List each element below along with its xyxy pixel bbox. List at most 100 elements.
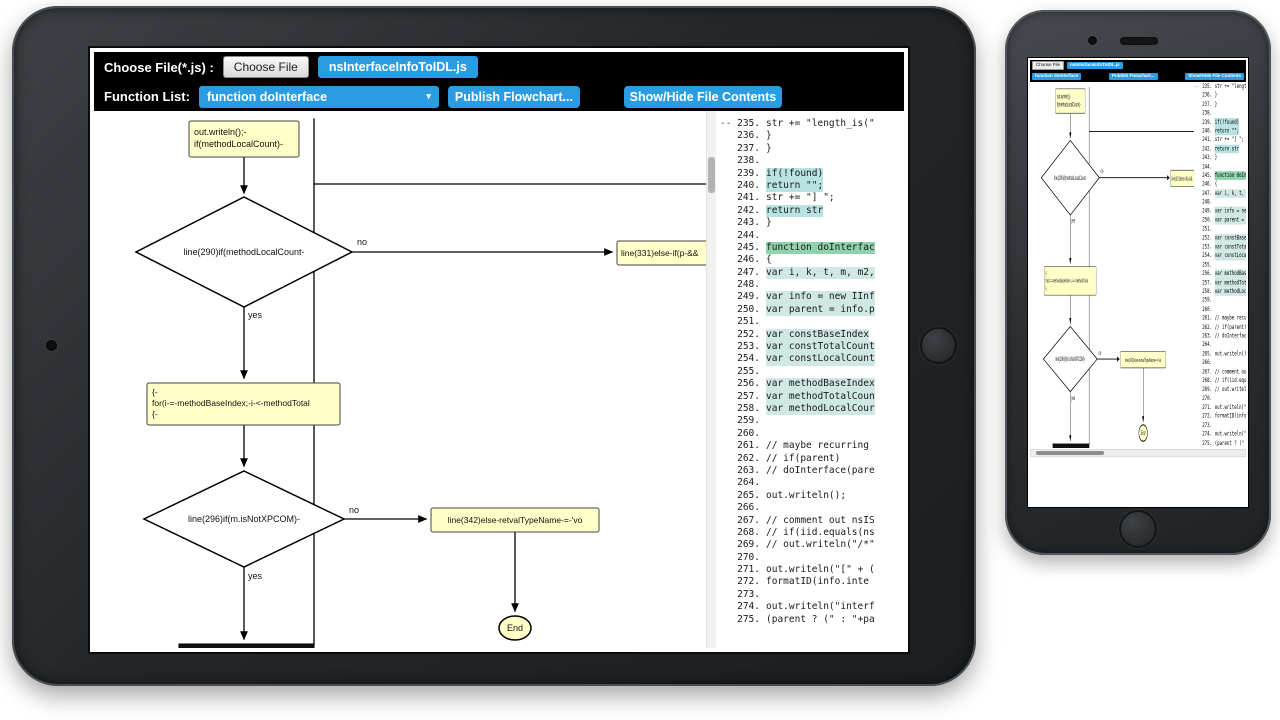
line-number: 244. [737,229,760,241]
mini-toggle-file-contents-button[interactable]: Show/Hide File Contents [1185,72,1244,81]
line-number: 263. [1202,332,1213,340]
code-text: out.writeln("[" + ( [766,564,875,576]
code-line: 252. var constBaseIndex [720,328,904,342]
fold-marker [720,477,733,489]
line-number: 252. [737,328,760,340]
code-text: var methodTotalCoun [766,390,875,403]
tablet-screen: Choose File(*.js) : Choose File nsInterf… [88,46,910,654]
code-text: // maybe recurring [1215,314,1246,322]
file-toolbar: Choose File(*.js) : Choose File nsInterf… [94,52,904,82]
code-line: 255. [720,366,904,378]
code-line: 250. var parent = info.p [720,303,904,317]
code-text: var methodLocalCour [766,402,875,416]
line-number: 266. [737,502,760,514]
vertical-scrollbar[interactable] [706,111,716,648]
mini-publish-flowchart-button[interactable]: Publish Flowchart... [1108,72,1158,81]
code-line: 237. } [1194,100,1246,109]
line-number: 275. [1202,439,1213,447]
code-line: 247. var i, k, t, m, m2, [1194,189,1246,198]
line-number: 256. [737,378,760,390]
code-text: var i, k, t, m, m2, [1215,189,1246,198]
line-number: 254. [737,353,760,365]
line-number: 268. [1202,377,1213,385]
code-text: // if(iid.equals(ns [766,526,875,538]
code-text: { [766,254,772,266]
line-number: 269. [1202,386,1213,394]
code-text: // if(parent) [1215,323,1246,331]
line-number: 246. [1202,180,1213,189]
fold-marker [720,515,733,527]
code-text: return str [766,204,824,218]
flowchart-app-mini: Choose File nsInterfaceInfoToIDL.js func… [1030,60,1246,457]
flow-node-start [188,120,300,158]
code-line: 239. if(!found) [1194,117,1246,127]
code-line: 245. function doInterfac [720,241,904,255]
line-number: 246. [737,254,760,266]
phone-home-button [1119,510,1157,548]
code-text: } [1215,91,1218,99]
fold-marker [720,291,733,303]
code-line: 251. [720,316,904,328]
line-number: 258. [737,402,760,414]
mini-file-toolbar: Choose File nsInterfaceInfoToIDL.js [1030,60,1246,71]
fold-marker [720,242,733,254]
fold-marker [720,391,733,403]
line-number: 241. [1202,136,1213,144]
line-number: 250. [737,303,760,315]
code-line: 244. [720,230,904,242]
toggle-file-contents-button[interactable]: Show/Hide File Contents [623,85,782,108]
code-line: 267. // comment out nsIS [720,515,904,527]
line-number: 236. [737,130,760,142]
line-number: 267. [1202,368,1213,376]
code-line: 240. return ""; [1194,126,1246,136]
code-line: 255. [1194,260,1246,269]
line-number: 248. [1202,198,1213,206]
line-number: 272. [737,576,760,588]
fold-marker [720,155,733,167]
code-line: 267. // comment out nsIS [1194,367,1246,376]
code-line: 249. var info = new IInf [720,291,904,304]
code-line: 266. [720,502,904,514]
code-line: 242. return str [1194,144,1246,154]
code-line: 274. out.writeln("interf [720,601,904,613]
tablet-camera-icon [46,340,57,351]
code-text: var parent = info.p [766,303,875,317]
line-number: 239. [1202,118,1213,126]
code-text: var constBaseIndex [766,328,869,342]
line-number: 262. [737,452,760,464]
vertical-scrollbar-thumb[interactable] [708,157,715,193]
horizontal-scrollbar[interactable] [1030,449,1246,457]
line-number: 250. [1202,216,1213,224]
line-number: 266. [1202,359,1213,367]
code-line: 250. var parent = info.p [1194,215,1246,225]
publish-flowchart-button[interactable]: Publish Flowchart... [447,85,580,108]
code-text: var methodTotalCoun [1215,278,1246,288]
code-text: return ""; [1215,126,1240,136]
code-text: } [766,142,772,154]
fold-marker [720,353,733,365]
function-select[interactable]: function doInterface ▾ [198,85,439,108]
fold-marker [720,453,733,465]
main-content: out.writeln();- if(methodLocalCount)- li… [94,111,904,648]
mini-selected-filename: nsInterfaceInfoToIDL.js [1067,61,1123,70]
code-line: 236. } [720,130,904,142]
fold-marker [720,415,733,427]
mini-function-select[interactable]: function doInterface [1032,72,1082,81]
line-number: 238. [1202,109,1213,117]
mini-code-panel: -- 235. str += "length_is(" 236. } [1194,82,1246,448]
line-number: 254. [1202,252,1213,260]
phone-screen: Choose File nsInterfaceInfoToIDL.js func… [1027,57,1249,508]
line-number: 241. [737,192,760,204]
choose-file-button[interactable]: Choose File [222,56,309,78]
horizontal-scrollbar-thumb[interactable] [1036,451,1104,455]
mini-choose-file-button[interactable]: Choose File [1032,60,1065,71]
flow-node-end [498,615,532,641]
code-text: // out.writeln("/*" [1215,386,1246,394]
code-text: str += "length_is(" [1215,82,1246,90]
line-number: 264. [737,477,760,489]
code-line: 243. } [1194,153,1246,162]
code-line: 257. var methodTotalCoun [720,390,904,403]
function-list-label: Function List: [104,89,190,104]
phone-device-frame: Choose File nsInterfaceInfoToIDL.js func… [1005,10,1271,555]
code-text: out.writeln("[" + ( [1215,403,1246,412]
